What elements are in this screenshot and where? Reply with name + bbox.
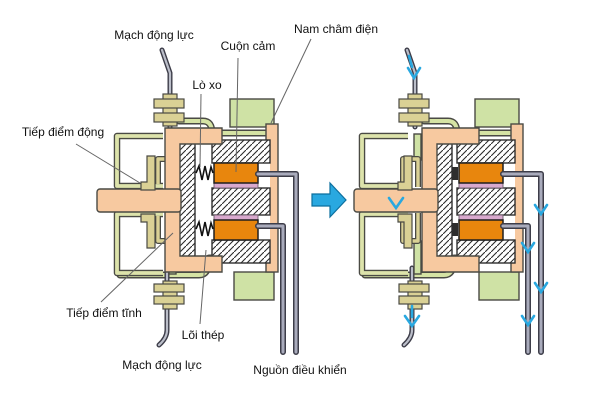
flow-arrow-icon	[533, 281, 549, 295]
leader-line-steel-core	[199, 249, 207, 325]
compressed-spring-upper	[452, 167, 458, 180]
flow-arrow-icon	[407, 54, 414, 69]
compressed-spring-lower	[452, 223, 458, 236]
leader-line-static-contact	[100, 232, 174, 303]
right-contactor-energized	[353, 50, 541, 352]
flow-arrow-icon	[520, 314, 536, 328]
leader-line-coil	[235, 57, 239, 173]
flow-arrow-icon	[533, 203, 549, 217]
leader-line-spring	[199, 93, 202, 168]
flow-arrow-icon	[406, 66, 422, 81]
flow-arrow-icon	[403, 314, 421, 329]
label-steel-core: Lõi thép	[182, 328, 225, 342]
label-static-contact: Tiếp điểm tĩnh	[66, 306, 142, 320]
flow-arrow-icon	[520, 241, 536, 255]
label-control-source: Nguồn điều khiển	[253, 363, 346, 377]
transition-arrow-icon	[311, 181, 347, 219]
label-power-circuit-top: Mạch động lực	[114, 28, 193, 42]
label-coil: Cuộn cảm	[221, 39, 276, 53]
label-electromagnet: Nam châm điện	[294, 22, 378, 36]
leader-line-electromagnet	[270, 38, 312, 124]
current-flow-arrows	[387, 54, 549, 329]
label-spring: Lò xo	[192, 78, 222, 92]
flow-arrow-icon	[387, 196, 405, 211]
labels: Mạch động lực Cuộn cảm Nam châm điện Lò …	[22, 22, 378, 377]
label-power-circuit-bottom: Mạch động lực	[122, 358, 201, 372]
leader-lines	[75, 38, 312, 325]
label-moving-contact: Tiếp điểm động	[22, 125, 104, 139]
leader-line-moving-contact	[75, 143, 141, 184]
